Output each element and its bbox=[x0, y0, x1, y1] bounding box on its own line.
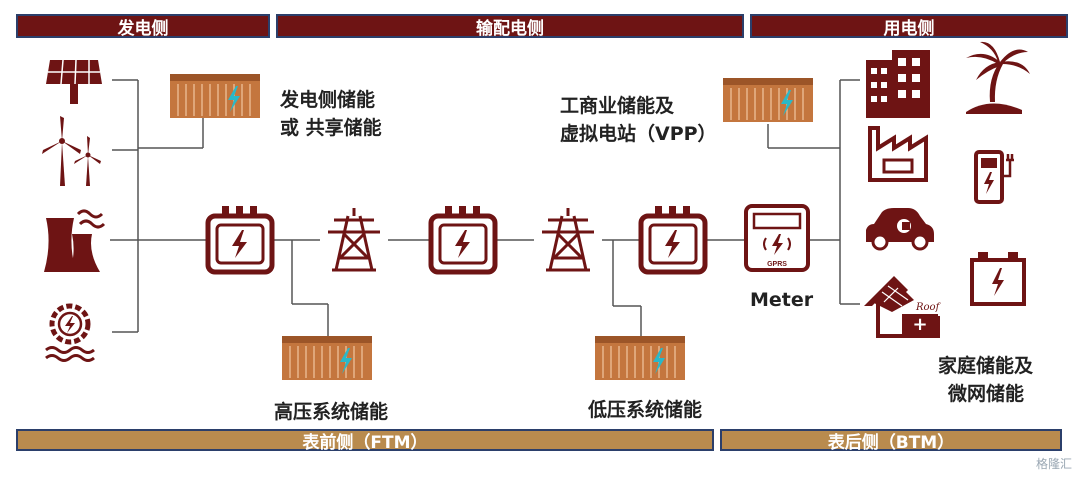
container-icon bbox=[594, 335, 686, 381]
section-btm: 表后侧（BTM） bbox=[720, 429, 1062, 453]
transmission-tower-icon bbox=[326, 206, 382, 272]
hydro-icon bbox=[45, 303, 95, 362]
container-icon bbox=[169, 73, 261, 119]
house-roof-battery-icon: + Roof bbox=[864, 276, 942, 338]
electric-car-icon bbox=[866, 208, 934, 251]
container-icon bbox=[281, 335, 373, 381]
home-storage-label-1: 家庭储能及 bbox=[938, 355, 1034, 377]
ci-storage-label-2: 虚拟电站（VPP） bbox=[560, 123, 717, 145]
gen-storage-label-2: 或 共享储能 bbox=[280, 117, 382, 139]
section-generation: 发电侧 bbox=[16, 14, 270, 39]
roof-text: Roof bbox=[915, 302, 942, 313]
svg-text:+: + bbox=[912, 314, 927, 335]
section-transmission: 输配电侧 bbox=[276, 14, 744, 39]
charging-station-icon bbox=[974, 150, 1014, 204]
transformer-icon bbox=[641, 206, 705, 272]
meter-label: Meter bbox=[750, 289, 814, 311]
palm-island-icon bbox=[966, 41, 1030, 114]
transmission-tower-icon bbox=[540, 206, 596, 272]
solar-panel-icon bbox=[46, 59, 102, 104]
container-icon bbox=[722, 77, 814, 123]
wind-turbine-icon bbox=[42, 116, 101, 186]
connection-lines bbox=[110, 79, 860, 336]
power-plant-icon bbox=[44, 209, 106, 272]
transformer-icon bbox=[431, 206, 495, 272]
meter-icon: GPRS bbox=[744, 204, 810, 272]
lv-storage-label: 低压系统储能 bbox=[588, 399, 703, 421]
factory-icon bbox=[868, 126, 928, 182]
meter-gprs-text: GPRS bbox=[767, 261, 787, 268]
transformer-icon bbox=[208, 206, 272, 272]
section-ftm: 表前侧（FTM） bbox=[16, 429, 714, 453]
battery-icon bbox=[970, 252, 1026, 306]
home-storage-label-2: 微网储能 bbox=[948, 383, 1025, 405]
hv-storage-label: 高压系统储能 bbox=[274, 401, 389, 423]
watermark: 格隆汇 bbox=[1035, 457, 1072, 471]
section-consumption: 用电侧 bbox=[750, 14, 1068, 39]
office-building-icon bbox=[866, 50, 930, 118]
gen-storage-label-1: 发电侧储能 bbox=[280, 89, 376, 111]
ci-storage-label-1: 工商业储能及 bbox=[560, 95, 675, 117]
